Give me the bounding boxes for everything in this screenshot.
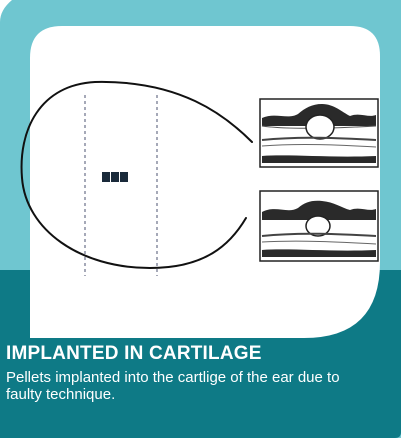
cross-section-icon-lower bbox=[260, 191, 378, 261]
caption-title: IMPLANTED IN CARTILAGE bbox=[6, 343, 396, 365]
cross-section-icon-upper bbox=[260, 99, 378, 167]
inner-panel bbox=[30, 26, 380, 338]
caption: IMPLANTED IN CARTILAGE Pellets implanted… bbox=[6, 343, 396, 403]
pellet-icon bbox=[102, 172, 128, 182]
caption-description: Pellets implanted into the cartlige of t… bbox=[6, 369, 356, 403]
